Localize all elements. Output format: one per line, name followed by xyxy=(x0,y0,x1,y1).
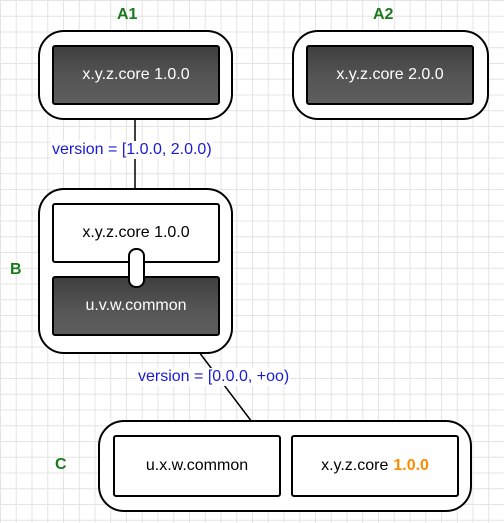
module-link-pill xyxy=(128,248,145,288)
label-b: B xyxy=(10,261,22,278)
module-c-common[interactable]: u.x.w.common xyxy=(113,435,281,497)
label-c: C xyxy=(55,456,67,473)
module-b-common[interactable]: u.v.w.common xyxy=(52,276,220,336)
module-c-core-name: x.y.z.core xyxy=(321,457,389,474)
module-a2-core[interactable]: x.y.z.core 2.0.0 xyxy=(306,45,474,105)
module-c-core-version: 1.0.0 xyxy=(393,457,429,474)
module-a1-core[interactable]: x.y.z.core 1.0.0 xyxy=(52,45,220,105)
edge-label-c-to-b: version = [0.0.0, +oo) xyxy=(137,368,291,386)
label-a1: A1 xyxy=(117,6,138,23)
edge-c-to-b xyxy=(198,351,253,423)
label-a2: A2 xyxy=(373,6,394,23)
edge-label-b-to-a1: version = [1.0.0, 2.0.0) xyxy=(51,141,213,159)
module-c-core[interactable]: x.y.z.core 1.0.0 xyxy=(291,435,459,497)
